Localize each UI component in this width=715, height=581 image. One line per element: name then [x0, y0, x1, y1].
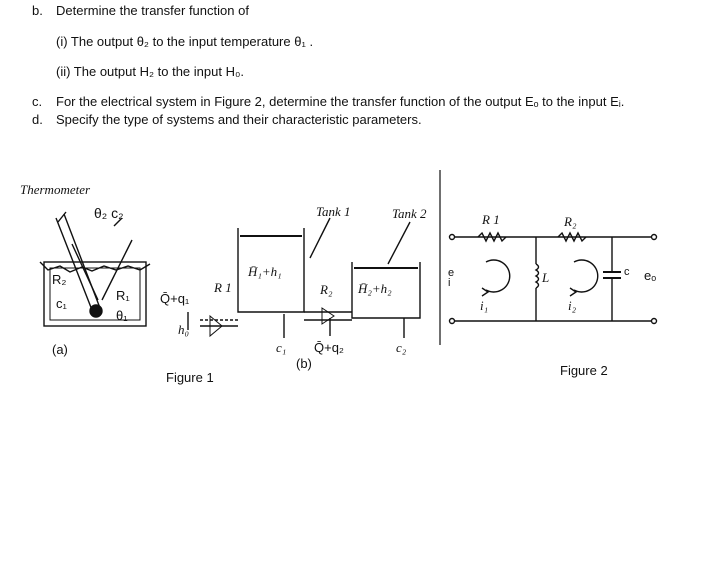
thermometer-bulb: [89, 304, 103, 318]
bath-outer: [43, 261, 147, 327]
ei-label: e i: [448, 267, 455, 289]
tank-c1-label: c₁: [276, 340, 287, 355]
i2-label: i₂: [568, 298, 577, 313]
figure1-caption: Figure 1: [166, 370, 214, 385]
terminal-ei-top: [448, 233, 456, 241]
bath-inner: [49, 267, 141, 321]
tank1-body: [237, 228, 305, 313]
bath-theta1-label: θ₁: [116, 308, 128, 323]
tank2-arrow: [387, 221, 411, 265]
loop-i2: [573, 259, 599, 293]
question-b-i-text: (i) The output θ₂ to the input temperatu…: [56, 34, 314, 49]
tank-c2-label: c₂: [396, 340, 407, 355]
tank1-arrow: [309, 217, 331, 259]
bath-r1-label: R₁: [116, 288, 130, 303]
figure2-caption: Figure 2: [560, 363, 608, 378]
loop-i2-arrow: [569, 287, 578, 297]
question-c-marker: c.: [32, 94, 43, 109]
question-b-ii-text: (ii) The output H₂ to the input H₀.: [56, 64, 244, 79]
thermometer-arrow: [57, 211, 67, 223]
thermometer-stem-left: [55, 217, 93, 311]
question-b-i: (i) The output θ₂ to the input temperatu…: [56, 34, 313, 50]
inflow-valve: [209, 314, 223, 338]
outflow-label: Q̄+q₂: [314, 340, 344, 355]
tank2-label: Tank 2: [392, 206, 427, 221]
theta2-c2-label: θ₂ c₂: [94, 205, 124, 221]
bath-r2-label: R₂: [52, 272, 67, 287]
circuit-r1-label: R 1: [482, 212, 500, 227]
loop-i1: [485, 259, 511, 293]
terminal-ei-bottom: [448, 317, 456, 325]
connect-valve: [321, 307, 335, 325]
ei-label-e: e: [448, 267, 455, 279]
subfigure-b-label: (b): [296, 356, 312, 371]
terminal-eo-bottom: [650, 317, 658, 325]
question-c: c. For the electrical system in Figure 2,…: [32, 94, 624, 110]
h0-label: h₀: [178, 322, 190, 337]
stirrer-right: [101, 239, 133, 301]
ei-label-i: i: [448, 277, 451, 289]
loop-i1-arrow: [481, 287, 490, 297]
tank2-level-label: H̄₂+h₂: [358, 281, 392, 296]
circuit-r2-label: R₂: [564, 214, 577, 229]
bath-liquid: [39, 261, 151, 273]
theta2-arrow: [113, 217, 123, 227]
question-b: b. Determine the transfer function of: [32, 3, 249, 19]
inflow-label: Q̄+q₁: [160, 291, 190, 306]
inductor-coil: [534, 263, 540, 289]
tank-r1-label: R 1: [214, 280, 232, 295]
question-d-marker: d.: [32, 112, 43, 127]
stirrer-left: [71, 243, 99, 301]
tank2-body: [351, 262, 421, 319]
question-c-text: For the electrical system in Figure 2, d…: [56, 94, 625, 109]
question-d-text: Specify the type of systems and their ch…: [56, 112, 422, 127]
capacitor-label: c: [624, 266, 630, 278]
inductor-label: L: [542, 270, 550, 285]
question-b-marker: b.: [32, 3, 43, 18]
question-b-ii: (ii) The output H₂ to the input H₀.: [56, 64, 244, 80]
thermometer-label: Thermometer: [20, 182, 91, 197]
resistor-r2: [557, 231, 587, 243]
question-d: d. Specify the type of systems and their …: [32, 112, 422, 128]
terminal-eo-top: [650, 233, 658, 241]
resistor-r1: [477, 231, 507, 243]
subfigure-a-label: (a): [52, 342, 68, 357]
eo-label: eₒ: [644, 268, 657, 283]
question-b-text: Determine the transfer function of: [56, 3, 249, 18]
i1-label: i₁: [480, 298, 489, 313]
bath-c1-label: c₁: [56, 296, 67, 311]
tank-r2-label: R₂: [320, 282, 333, 297]
tank1-level-label: H̄₁+h₁: [248, 264, 282, 279]
tank1-label: Tank 1: [316, 204, 351, 219]
